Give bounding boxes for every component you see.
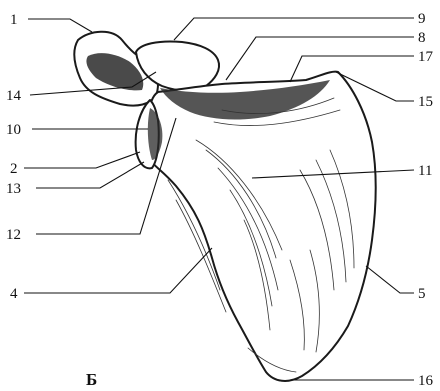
leader-17: [290, 56, 414, 82]
label-15: 15: [418, 94, 433, 110]
label-12: 12: [6, 227, 21, 243]
label-1: 1: [10, 12, 18, 28]
leader-13: [36, 162, 144, 188]
label-13: 13: [6, 181, 21, 197]
label-16: 16: [418, 373, 434, 389]
leader-1: [28, 19, 92, 32]
leader-8: [226, 37, 414, 80]
label-9: 9: [418, 11, 426, 27]
scapula-drawing: [74, 32, 375, 381]
leader-2: [24, 152, 140, 168]
label-10: 10: [6, 122, 21, 138]
label-8: 8: [418, 30, 426, 46]
panel-letter: Б: [86, 370, 97, 389]
label-2: 2: [10, 161, 18, 177]
label-4: 4: [10, 286, 18, 302]
label-14: 14: [6, 88, 22, 104]
label-17: 17: [418, 49, 434, 65]
leader-4: [24, 248, 212, 293]
label-11: 11: [418, 163, 432, 179]
scapula-body-shape: [146, 72, 376, 381]
label-5: 5: [418, 286, 426, 302]
leader-5: [366, 266, 414, 293]
